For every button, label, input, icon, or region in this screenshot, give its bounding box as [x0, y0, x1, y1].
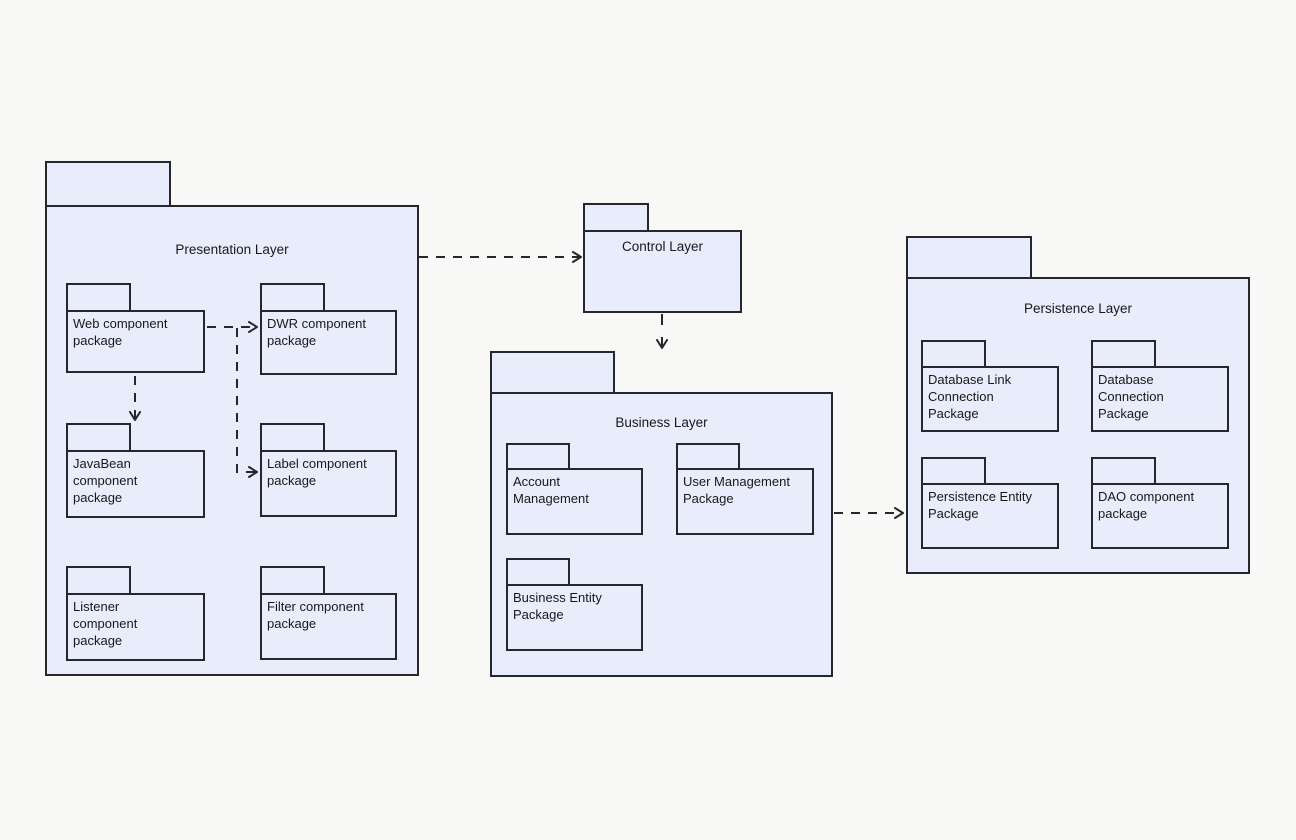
package-listener-tab	[66, 566, 131, 595]
package-label-component	[260, 450, 397, 517]
package-user-management	[676, 468, 814, 535]
package-filter-component	[260, 593, 397, 660]
package-listener-label: Listener component package	[73, 599, 138, 648]
control-layer-title: Control Layer	[621, 239, 704, 254]
package-dao-component	[1091, 483, 1229, 549]
package-dwr-tab	[260, 283, 325, 312]
package-business-entity-tab	[506, 558, 570, 586]
package-dblink-label: Database Link Connection Package	[928, 372, 1012, 421]
package-database-connection	[1091, 366, 1229, 432]
package-dbconn-tab	[1091, 340, 1156, 368]
control-layer-tab	[583, 203, 649, 232]
package-listener-component	[66, 593, 205, 661]
package-persistence-entity-label: Persistence Entity Package	[928, 489, 1033, 521]
persistence-layer-tab	[906, 236, 1032, 279]
package-dblink-tab	[921, 340, 986, 368]
package-database-link-connection	[921, 366, 1059, 432]
package-dao-label: DAO component package	[1098, 489, 1195, 521]
package-persistence-entity-tab	[921, 457, 986, 485]
package-filter-tab	[260, 566, 325, 595]
package-dao-tab	[1091, 457, 1156, 485]
package-user-label: User Management Package	[683, 474, 790, 506]
package-label-label: Label component package	[267, 456, 367, 488]
package-javabean-component	[66, 450, 205, 518]
package-javabean-label: JavaBean component package	[73, 456, 138, 505]
package-label-tab	[260, 423, 325, 452]
package-business-entity	[506, 584, 643, 651]
control-layer-body	[583, 230, 742, 313]
business-layer-tab	[490, 351, 615, 394]
package-filter-label: Filter component package	[267, 599, 364, 631]
presentation-layer-tab	[45, 161, 171, 207]
package-javabean-tab	[66, 423, 131, 452]
package-web-label: Web component package	[73, 316, 168, 348]
package-web-tab	[66, 283, 131, 312]
package-account-tab	[506, 443, 570, 470]
package-account-management	[506, 468, 643, 535]
package-account-label: Account Management	[513, 474, 589, 506]
presentation-layer-title: Presentation Layer	[175, 242, 289, 257]
package-dwr-component	[260, 310, 397, 375]
package-web-component	[66, 310, 205, 373]
package-dwr-label: DWR component package	[267, 316, 366, 348]
package-dbconn-label: Database Connection Package	[1098, 372, 1164, 421]
persistence-layer-title: Persistence Layer	[1023, 301, 1133, 316]
package-persistence-entity	[921, 483, 1059, 549]
package-user-tab	[676, 443, 740, 470]
business-layer-title: Business Layer	[615, 415, 708, 430]
package-business-entity-label: Business Entity Package	[513, 590, 602, 622]
